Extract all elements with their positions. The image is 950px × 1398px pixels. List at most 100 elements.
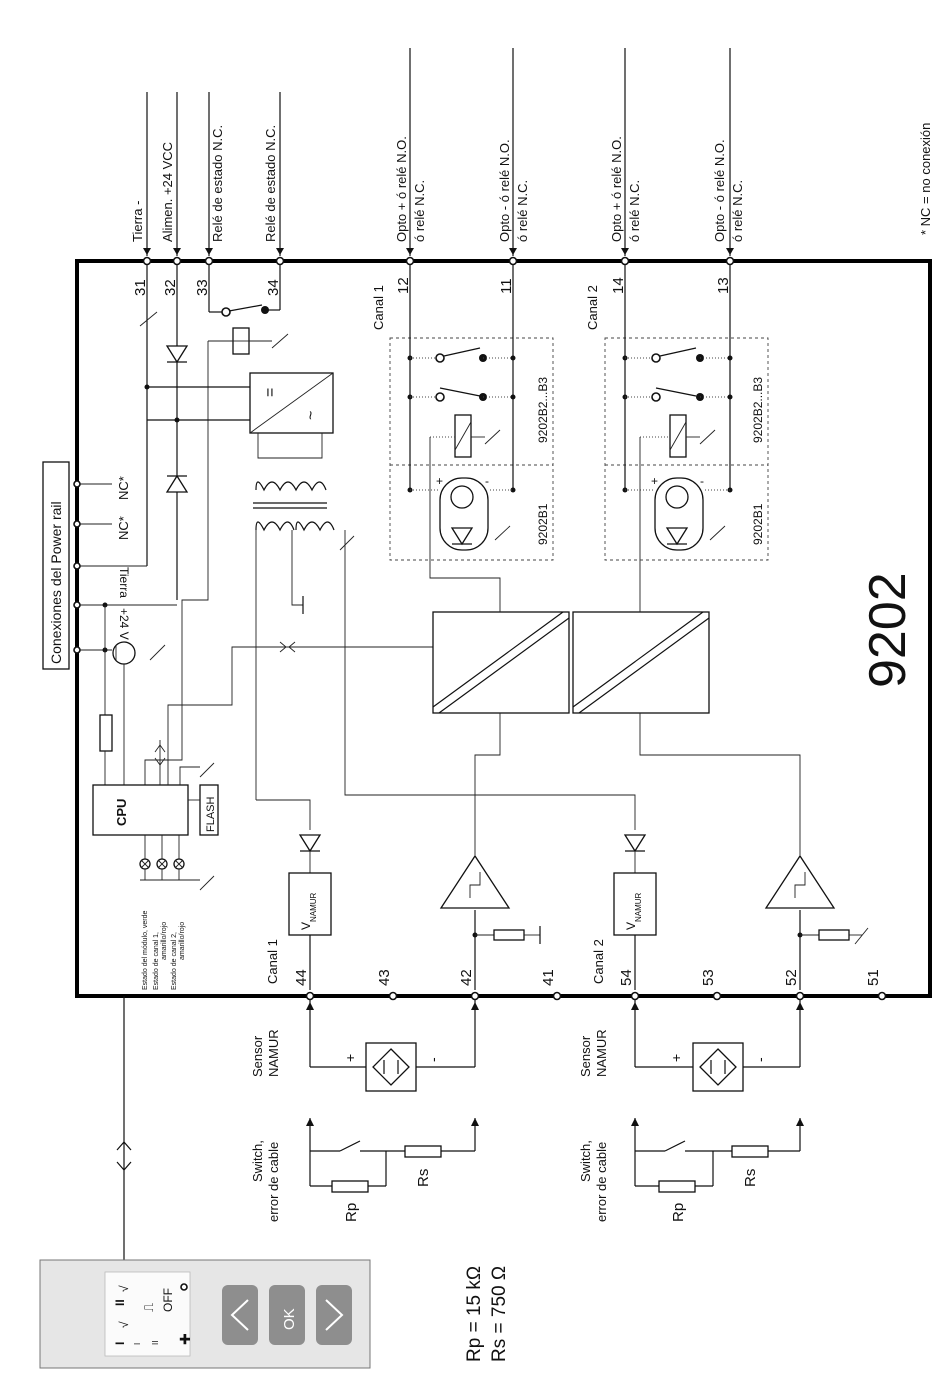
isolation-blocks — [256, 545, 801, 855]
power-rail: Conexiones del Power rail NC* NC* Tierra… — [42, 461, 177, 785]
svg-text:Rp: Rp — [670, 1203, 687, 1222]
svg-text:31: 31 — [132, 279, 149, 296]
svg-text:53: 53 — [700, 969, 717, 986]
svg-text:-: - — [425, 1057, 441, 1062]
svg-text:NAMUR: NAMUR — [634, 892, 643, 922]
svg-text:II: II — [113, 1299, 127, 1306]
terminal-14: 14 Opto + ó relé N.O. ó relé N.C. — [609, 48, 642, 294]
svg-text:52: 52 — [783, 969, 800, 986]
sensor-namur-2: + - Sensor NAMUR — [578, 1000, 804, 1092]
svg-text:Rs: Rs — [742, 1169, 759, 1187]
svg-text:Alimen. +24 VCC: Alimen. +24 VCC — [160, 142, 175, 242]
svg-text:54: 54 — [618, 969, 635, 986]
svg-text:+: + — [436, 474, 443, 488]
svg-text:Tierra: Tierra — [117, 567, 131, 598]
svg-text:V: V — [624, 922, 638, 930]
terminal-34: 34 Relé de estado N.C. — [263, 92, 285, 296]
svg-text:-: - — [485, 474, 489, 488]
ok-label: OK — [281, 1308, 298, 1330]
svg-text:ó relé N.C.: ó relé N.C. — [627, 180, 642, 242]
svg-text:Opto + ó relé N.O.: Opto + ó relé N.O. — [609, 136, 624, 242]
channel-2-output: 9202B2...B3 9202B1 + - — [604, 265, 769, 561]
svg-text:NC*: NC* — [116, 516, 131, 540]
svg-text:amarillo/rojo: amarillo/rojo — [161, 922, 168, 960]
rp-value: Rp = 15 kΩ — [464, 1266, 485, 1362]
svg-text:V: V — [299, 922, 313, 930]
status-relay — [144, 265, 289, 785]
bottom-terminal-block: 44 43 42 41 54 53 52 51 — [293, 969, 887, 1001]
display-link — [116, 996, 132, 1260]
channel-2-input: V NAMUR Canal 2 — [591, 834, 869, 990]
svg-text:9202B1: 9202B1 — [536, 503, 550, 545]
svg-text:43: 43 — [376, 969, 393, 986]
svg-text:√: √ — [117, 1321, 131, 1328]
power-section: = ~ — [139, 265, 636, 830]
svg-text:ó relé N.C.: ó relé N.C. — [730, 180, 745, 242]
svg-text:Opto + ó relé N.O.: Opto + ó relé N.O. — [394, 136, 409, 242]
svg-text:-: - — [700, 474, 704, 488]
svg-text:Switch,: Switch, — [250, 1140, 265, 1182]
terminal-13: 13 Opto - ó relé N.O. ó relé N.C. — [712, 48, 745, 294]
svg-text:44: 44 — [293, 969, 310, 986]
svg-text:NAMUR: NAMUR — [594, 1029, 609, 1077]
terminal-11: 11 Opto - ó relé N.O. ó relé N.C. — [497, 48, 530, 294]
svg-text:Rp: Rp — [343, 1203, 360, 1222]
svg-text:I: I — [133, 1343, 142, 1345]
svg-text:ó relé N.C.: ó relé N.C. — [515, 180, 530, 242]
display-off: OFF — [161, 1288, 175, 1312]
svg-text:41: 41 — [540, 969, 557, 986]
svg-text:error de cable: error de cable — [266, 1142, 281, 1222]
svg-text:⎍: ⎍ — [141, 1303, 156, 1312]
svg-text:34: 34 — [265, 279, 282, 296]
svg-text:Canal 1: Canal 1 — [265, 939, 280, 984]
svg-text:9202B2...B3: 9202B2...B3 — [751, 377, 765, 443]
channel-1-label-top: Canal 1 — [371, 285, 386, 330]
button-right[interactable] — [316, 1285, 352, 1345]
svg-text:9202B1: 9202B1 — [751, 503, 765, 545]
svg-text:-: - — [752, 1057, 768, 1062]
terminal-12: 12 Opto + ó relé N.O. ó relé N.C. — [394, 48, 427, 294]
svg-text:+: + — [651, 474, 658, 488]
cpu-label: CPU — [114, 799, 129, 826]
svg-text:Sensor: Sensor — [250, 1035, 265, 1077]
svg-text:NAMUR: NAMUR — [309, 892, 318, 922]
button-left[interactable] — [222, 1285, 258, 1345]
svg-text:amarillo/rojo: amarillo/rojo — [179, 922, 186, 960]
svg-text:NC*: NC* — [116, 476, 131, 500]
module-outline — [75, 259, 932, 998]
svg-text:12: 12 — [395, 277, 412, 294]
svg-text:13: 13 — [715, 277, 732, 294]
module-title: 9202 — [859, 572, 917, 688]
svg-text:Canal 2: Canal 2 — [591, 939, 606, 984]
display-unit: I √ II √ I ⎍ II OFF ✚ OK — [39, 1259, 371, 1369]
svg-text:Estado del módulo, verde: Estado del módulo, verde — [142, 911, 149, 990]
terminal-33: 33 Relé de estado N.C. — [194, 92, 225, 296]
flash-label: FLASH — [205, 796, 217, 832]
svg-text:=: = — [262, 388, 279, 397]
svg-text:II: II — [151, 1341, 160, 1345]
svg-text:Sensor: Sensor — [578, 1035, 593, 1077]
switch-circuit-2: Rp Rs Switch, error de cable — [578, 1118, 804, 1222]
svg-text:33: 33 — [194, 279, 211, 296]
top-terminal-block: 31 Tierra - 32 Alimen. +24 VCC 33 Relé d… — [130, 48, 745, 296]
svg-text:14: 14 — [610, 277, 627, 294]
svg-text:51: 51 — [865, 969, 882, 986]
channel-1-input: V NAMUR Canal 1 — [265, 834, 541, 990]
svg-text:NAMUR: NAMUR — [266, 1029, 281, 1077]
power-rail-title: Conexiones del Power rail — [48, 501, 64, 664]
switch-circuit-1: Rp Rs Switch, error de cable — [250, 1118, 479, 1222]
svg-text:✚: ✚ — [177, 1333, 193, 1345]
svg-text:42: 42 — [458, 969, 475, 986]
svg-text:Opto - ó relé N.O.: Opto - ó relé N.O. — [497, 139, 512, 242]
svg-text:Switch,: Switch, — [578, 1140, 593, 1182]
svg-text:11: 11 — [498, 278, 515, 294]
svg-text:Relé de estado N.C.: Relé de estado N.C. — [263, 125, 278, 242]
svg-text:9202B2...B3: 9202B2...B3 — [536, 377, 550, 443]
footnote: * NC = no conexión — [918, 123, 933, 235]
svg-text:Tierra -: Tierra - — [130, 201, 145, 242]
button-ok[interactable] — [269, 1285, 305, 1345]
svg-text:+: + — [342, 1054, 358, 1062]
svg-text:Rs: Rs — [415, 1169, 432, 1187]
svg-text:+24 V: +24 V — [117, 608, 131, 640]
svg-text:Estado de canal 2,: Estado de canal 2, — [171, 932, 178, 990]
